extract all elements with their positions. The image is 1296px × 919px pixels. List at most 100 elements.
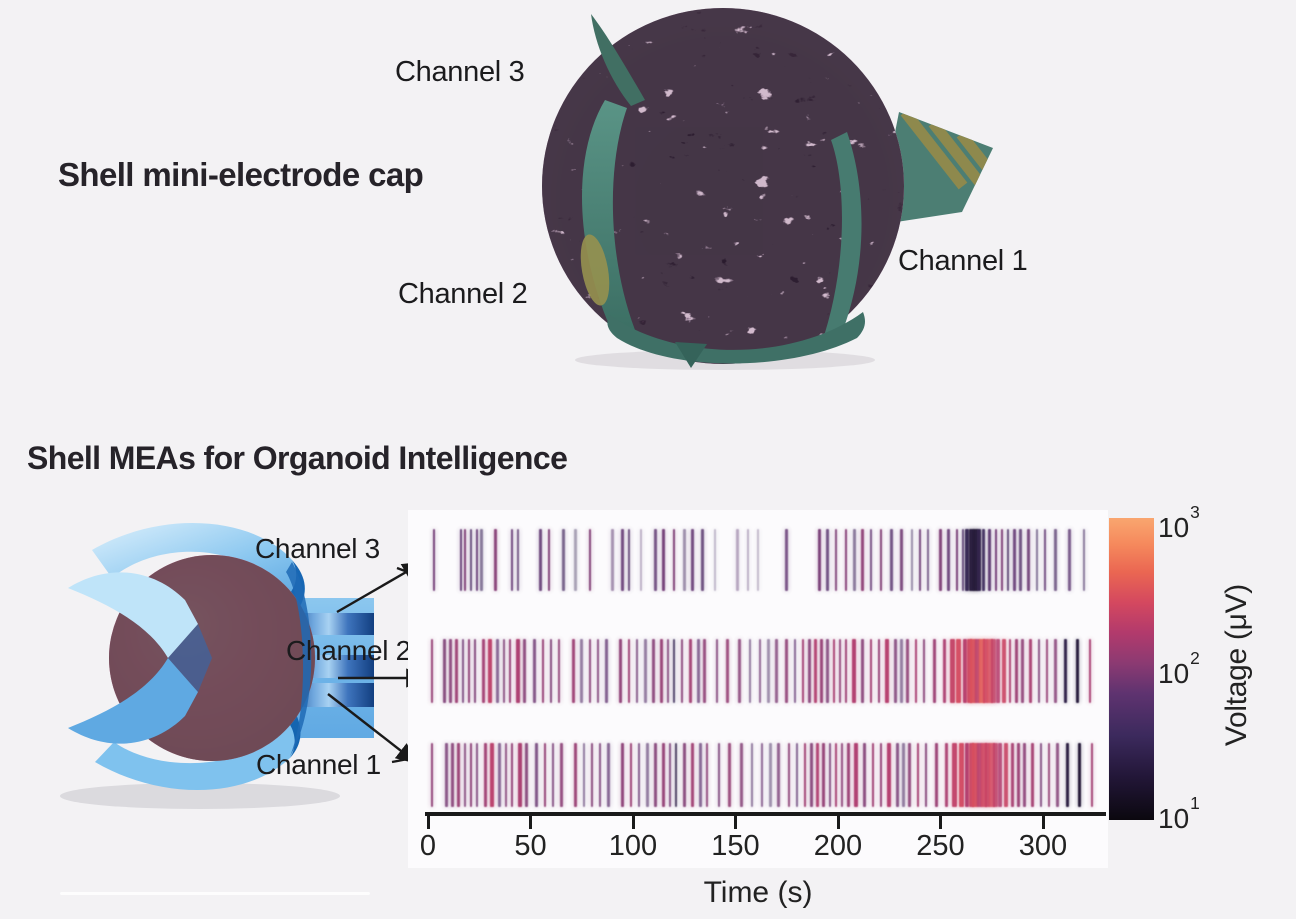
spike xyxy=(961,529,965,591)
spike xyxy=(547,529,551,591)
spike xyxy=(1045,639,1049,703)
x-tick-mark xyxy=(1041,816,1045,829)
spike xyxy=(906,639,909,703)
spike xyxy=(852,639,857,703)
spike xyxy=(985,743,991,807)
x-axis-line xyxy=(425,812,1106,816)
spike xyxy=(510,529,514,591)
spike xyxy=(972,743,979,807)
spike xyxy=(430,743,434,807)
spike xyxy=(861,639,864,703)
spike xyxy=(785,529,789,591)
top-channel2-label: Channel 2 xyxy=(398,278,528,310)
mea-shadow xyxy=(60,783,340,809)
spike xyxy=(894,639,897,703)
spike xyxy=(1008,639,1012,703)
spike xyxy=(549,639,553,703)
spike xyxy=(816,743,819,807)
spike xyxy=(551,743,555,807)
colorbar-title: Voltage (μV) xyxy=(1220,583,1253,747)
spike xyxy=(994,529,998,591)
spike xyxy=(818,529,821,591)
spike xyxy=(627,639,631,703)
spike xyxy=(449,639,452,703)
x-tick-mark xyxy=(426,816,430,829)
spike xyxy=(910,529,914,591)
spike xyxy=(1078,743,1082,807)
spike xyxy=(1039,743,1043,807)
spike xyxy=(689,639,692,703)
spike xyxy=(933,639,936,703)
spike xyxy=(559,743,563,807)
spike xyxy=(510,743,514,807)
x-tick-label: 0 xyxy=(419,830,437,862)
spike xyxy=(691,529,694,591)
spike xyxy=(777,743,780,807)
spike xyxy=(1068,529,1071,591)
spike xyxy=(498,743,502,807)
spike xyxy=(1082,529,1086,591)
spike xyxy=(900,639,903,703)
x-tick-mark xyxy=(734,816,737,829)
spike xyxy=(991,639,997,703)
spike xyxy=(674,743,678,807)
spike xyxy=(955,529,959,591)
spike xyxy=(654,743,657,807)
spike xyxy=(1021,639,1024,703)
colorbar-title-wrap: Voltage (μV) xyxy=(1202,500,1272,830)
spike xyxy=(533,639,536,703)
spike xyxy=(1054,639,1057,703)
spike xyxy=(652,639,655,703)
spike xyxy=(588,639,592,703)
spike xyxy=(997,743,1002,807)
spike xyxy=(489,743,494,807)
spike xyxy=(484,743,487,807)
spike xyxy=(814,639,817,703)
spike xyxy=(598,743,602,807)
spike xyxy=(834,529,838,591)
spike xyxy=(691,743,694,807)
spike xyxy=(822,743,825,807)
spike xyxy=(646,743,649,807)
spike xyxy=(607,743,610,807)
spike xyxy=(1066,743,1070,807)
spike xyxy=(885,639,890,703)
spike xyxy=(703,639,707,703)
spike xyxy=(956,639,962,703)
spike xyxy=(803,743,807,807)
spike xyxy=(861,529,864,591)
spike xyxy=(769,743,772,807)
spike xyxy=(535,743,538,807)
spike xyxy=(976,743,982,807)
spike xyxy=(977,529,982,591)
x-tick-label: 50 xyxy=(514,830,547,862)
spike xyxy=(699,743,702,807)
spike xyxy=(1090,743,1094,807)
spike xyxy=(574,529,577,591)
spike xyxy=(943,639,946,703)
spike xyxy=(978,639,985,703)
spike xyxy=(908,743,912,807)
spike xyxy=(461,639,465,703)
spike xyxy=(966,639,972,703)
spike xyxy=(738,639,741,703)
spike xyxy=(965,529,970,591)
spike xyxy=(832,639,836,703)
spike xyxy=(854,743,859,807)
x-tick-label: 300 xyxy=(1018,830,1068,862)
spike xyxy=(1027,529,1030,591)
spike xyxy=(918,529,922,591)
spike xyxy=(1010,743,1014,807)
spike xyxy=(887,743,892,807)
spike xyxy=(896,743,899,807)
spike xyxy=(713,529,717,591)
spike xyxy=(1064,639,1068,703)
spike xyxy=(740,743,743,807)
spike xyxy=(1088,639,1092,703)
spike xyxy=(562,529,565,591)
spike xyxy=(1015,639,1018,703)
shell-mea-illustration xyxy=(60,523,374,809)
spike xyxy=(1023,743,1026,807)
channel3-arrow xyxy=(336,561,425,614)
